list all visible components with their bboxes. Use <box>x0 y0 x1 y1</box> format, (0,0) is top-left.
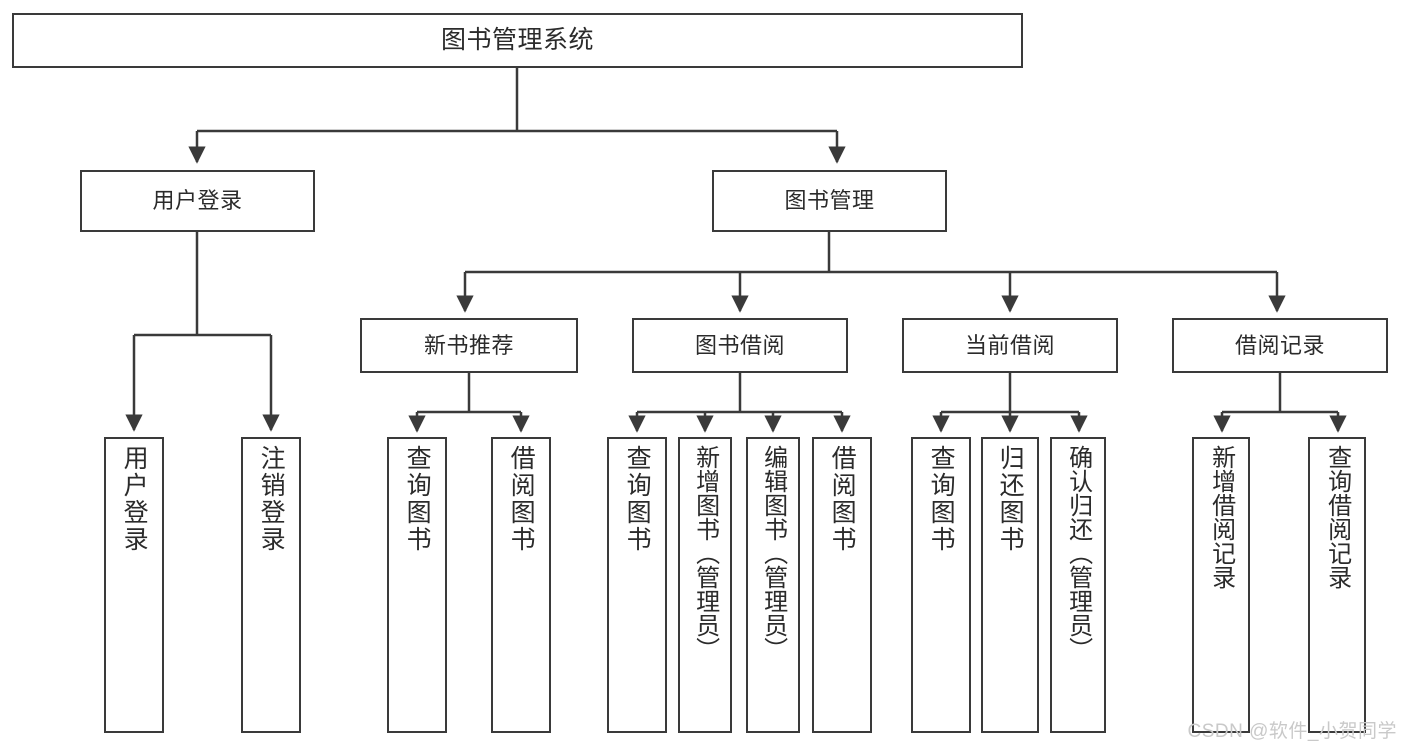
leaf-record-add[interactable]: 新增借阅记录 <box>1192 437 1250 733</box>
node-label: 用户登录 <box>120 445 149 553</box>
leaf-user-login[interactable]: 用户登录 <box>104 437 164 733</box>
node-label: 编辑图书（管理员） <box>759 445 787 661</box>
node-label: 确认归还（管理员） <box>1064 445 1092 661</box>
node-new-book-recommend[interactable]: 新书推荐 <box>360 318 578 373</box>
node-label: 归还图书 <box>996 445 1025 553</box>
node-label: 借阅图书 <box>507 445 536 553</box>
node-label: 新增借阅记录 <box>1207 445 1235 589</box>
node-label: 借阅记录 <box>1234 332 1325 358</box>
node-label: 图书借阅 <box>694 332 785 358</box>
node-label: 新增图书（管理员） <box>691 445 719 661</box>
leaf-borrow-edit-book[interactable]: 编辑图书（管理员） <box>746 437 800 733</box>
node-label: 查询图书 <box>623 445 652 553</box>
leaf-borrow-query-book[interactable]: 查询图书 <box>607 437 667 733</box>
node-label: 当前借阅 <box>964 332 1055 358</box>
leaf-borrow-borrow-book[interactable]: 借阅图书 <box>812 437 872 733</box>
node-label: 注销登录 <box>257 445 286 553</box>
node-label: 借阅图书 <box>828 445 857 553</box>
leaf-new-book-query[interactable]: 查询图书 <box>387 437 447 733</box>
node-label: 查询图书 <box>927 445 956 553</box>
node-user-login[interactable]: 用户登录 <box>80 170 315 232</box>
leaf-borrow-add-book[interactable]: 新增图书（管理员） <box>678 437 732 733</box>
leaf-current-query-book[interactable]: 查询图书 <box>911 437 971 733</box>
node-label: 图书管理系统 <box>440 25 594 54</box>
leaf-record-query[interactable]: 查询借阅记录 <box>1308 437 1366 733</box>
node-borrow-record[interactable]: 借阅记录 <box>1172 318 1388 373</box>
node-book-borrow[interactable]: 图书借阅 <box>632 318 848 373</box>
node-label: 用户登录 <box>152 188 243 214</box>
leaf-current-return-book[interactable]: 归还图书 <box>981 437 1039 733</box>
leaf-new-book-borrow[interactable]: 借阅图书 <box>491 437 551 733</box>
node-current-borrow[interactable]: 当前借阅 <box>902 318 1118 373</box>
node-label: 查询图书 <box>403 445 432 553</box>
node-label: 新书推荐 <box>423 332 514 358</box>
leaf-user-logout[interactable]: 注销登录 <box>241 437 301 733</box>
leaf-current-confirm-return[interactable]: 确认归还（管理员） <box>1050 437 1106 733</box>
node-label: 查询借阅记录 <box>1323 445 1351 589</box>
node-book-management[interactable]: 图书管理 <box>712 170 947 232</box>
watermark-text: CSDN @软件_小贺同学 <box>1187 721 1397 742</box>
node-root-system[interactable]: 图书管理系统 <box>12 13 1023 68</box>
node-label: 图书管理 <box>784 188 875 214</box>
